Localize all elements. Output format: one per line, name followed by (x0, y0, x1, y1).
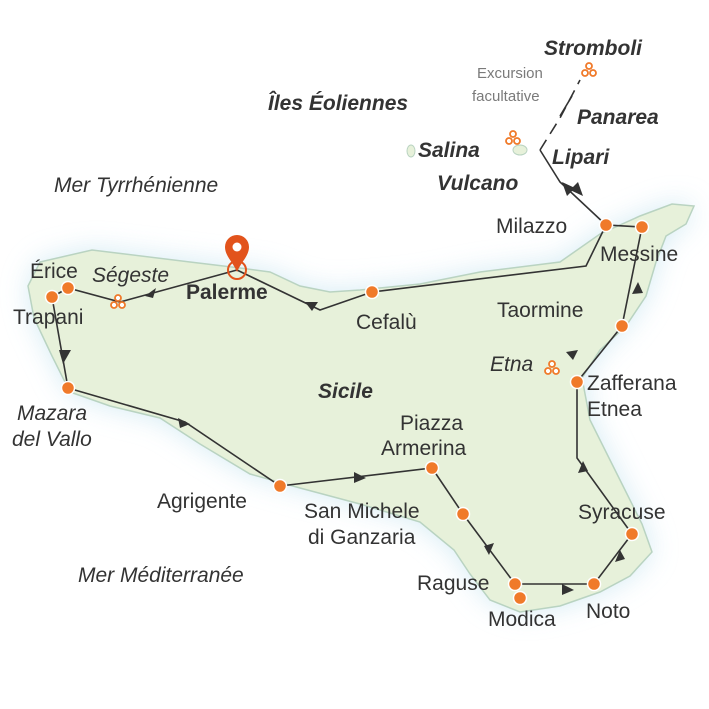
archipelago-label: Îles Éoliennes (268, 91, 408, 115)
label-zafferana-line1: Zafferana (587, 372, 677, 395)
three-circles-icon (544, 360, 560, 375)
label-trapani: Trapani (13, 306, 83, 329)
route-excursion-stromboli (539, 79, 581, 151)
label-mazara-line2: del Vallo (12, 428, 92, 451)
stop-raguse[interactable] (507, 576, 523, 592)
label-syracuse: Syracuse (578, 501, 666, 524)
excursion-note-slash (559, 95, 573, 117)
stop-modica[interactable] (512, 590, 528, 606)
sicily-island (27, 203, 696, 613)
stop-syracuse[interactable] (624, 526, 640, 542)
island-label: Sicile (318, 380, 373, 403)
sea-label-south: Mer Méditerranée (78, 564, 244, 587)
arrow-milazzo-lipari (562, 182, 575, 196)
island-lipari: Lipari (552, 146, 610, 169)
arrow-piazza-raguse (484, 543, 494, 555)
excursion-note-line1: Excursion (477, 65, 543, 82)
stop-erice[interactable] (60, 280, 76, 296)
pin-body (225, 235, 249, 272)
label-etna: Etna (490, 353, 533, 376)
label-messine: Messine (600, 243, 678, 266)
label-modica: Modica (488, 608, 556, 631)
three-circles-icon (505, 130, 521, 145)
label-milazzo: Milazzo (496, 215, 567, 238)
label-piazza-line2: Armerina (381, 437, 467, 460)
excursion-icons (110, 62, 597, 375)
islet-vulcano (406, 144, 416, 158)
label-piazza-line1: Piazza (400, 412, 463, 435)
stop-milazzo[interactable] (598, 217, 614, 233)
excursion-note-line2: facultative (472, 88, 540, 105)
map-pin-icon[interactable] (225, 235, 249, 280)
label-sanmichele-line2: di Ganzaria (308, 526, 416, 549)
arrow-mazara-agrigente (178, 418, 190, 428)
stop-trapani[interactable] (44, 289, 60, 305)
arrow-agrigente-piazza (354, 472, 366, 483)
stop-zafferana[interactable] (569, 374, 585, 390)
route-milazzo-lipari-ferry (539, 149, 607, 226)
stop-noto[interactable] (586, 576, 602, 592)
three-circles-icon (110, 294, 126, 309)
stop-messine[interactable] (634, 219, 650, 235)
arrow-taormine-messine (632, 282, 643, 294)
label-sanmichele-line1: San Michele (304, 500, 420, 523)
label-taormine: Taormine (497, 299, 583, 322)
island-stromboli: Stromboli (544, 37, 643, 60)
label-palerme: Palerme (186, 281, 268, 304)
label-segeste: Ségeste (92, 264, 169, 287)
pin-hole (232, 242, 242, 252)
label-mazara-line1: Mazara (17, 402, 87, 425)
sea-label-north: Mer Tyrrhénienne (54, 174, 218, 197)
islet-lipari (512, 144, 528, 156)
route-palerme-erice (51, 269, 238, 303)
label-erice: Érice (30, 260, 78, 283)
arrow-syracuse-zafferana (578, 461, 588, 473)
arrow-noto-syracuse (615, 550, 625, 562)
arrow-lipari-milazzo (570, 182, 583, 196)
route-arrows (59, 182, 643, 595)
island-salina: Salina (418, 139, 480, 162)
stop-agrigente[interactable] (272, 478, 288, 494)
arrow-modica-noto (562, 584, 574, 595)
label-noto: Noto (586, 600, 630, 623)
stop-san-michele[interactable] (455, 506, 471, 522)
three-circles-icon (581, 62, 597, 77)
arrow-cefalu-palerme (305, 302, 318, 311)
stop-piazza-armerina[interactable] (424, 460, 440, 476)
label-agrigente: Agrigente (157, 490, 247, 513)
stop-mazara[interactable] (60, 380, 76, 396)
label-zafferana-line2: Etnea (587, 398, 642, 421)
arrow-etna-taormine (566, 350, 578, 360)
route-trapani-agrigente (51, 296, 281, 487)
island-vulcano: Vulcano (437, 172, 518, 195)
stop-cefalu[interactable] (364, 284, 380, 300)
arrow-trapani-mazara (59, 350, 71, 364)
label-cefalu: Cefalù (356, 311, 417, 334)
stop-taormine[interactable] (614, 318, 630, 334)
label-raguse: Raguse (417, 572, 489, 595)
island-panarea: Panarea (577, 106, 659, 129)
stop-dots (44, 217, 650, 606)
arrow-palerme-segeste (145, 288, 156, 298)
